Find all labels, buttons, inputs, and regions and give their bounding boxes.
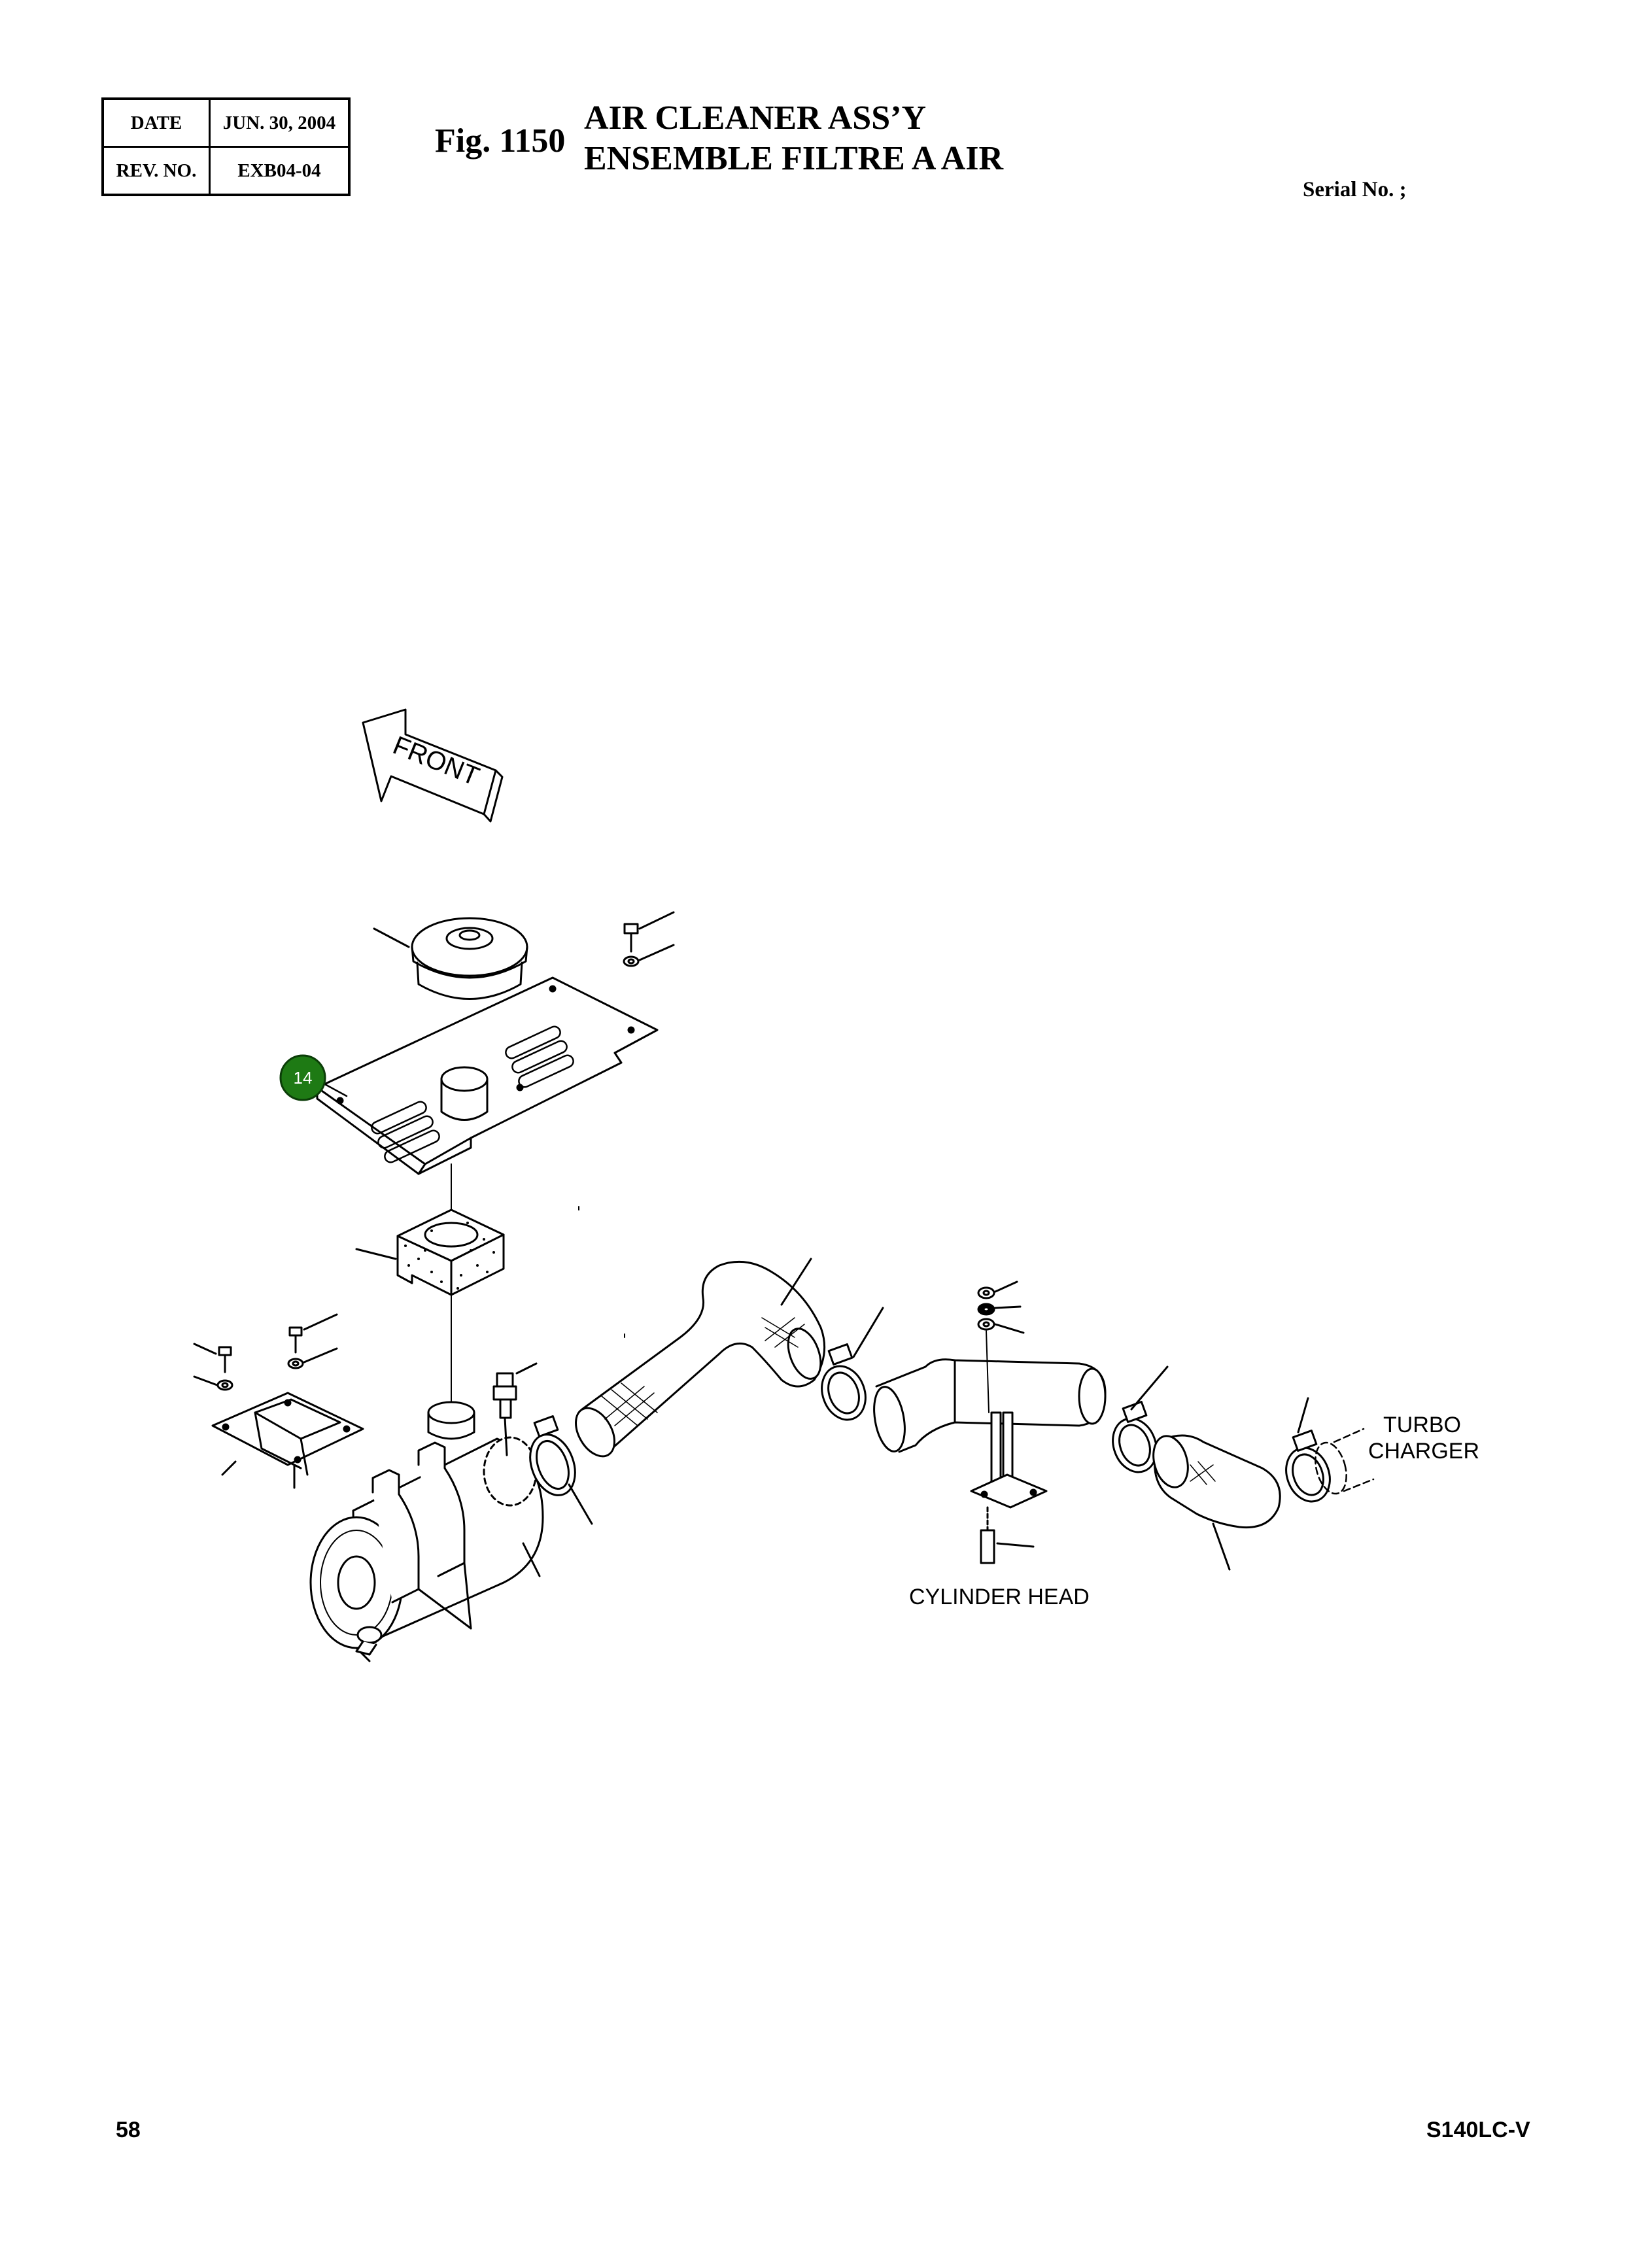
turbo-label: TURBO [1383,1413,1461,1437]
hose-clamp-2 [821,1307,884,1421]
callout-number: 14 [294,1068,313,1088]
revision-table: DATE JUN. 30, 2004 REV. NO. EXB04-04 [101,97,351,196]
intake-hose-1 [575,1258,826,1458]
page-number: 58 [116,2118,141,2142]
intake-pipe-part [873,1358,1107,1453]
revision-label: REV. NO. [101,146,211,196]
turbo-elbow-hose [1152,1434,1281,1571]
support-bracket-part [970,1411,1048,1564]
cylinder-head-label: CYLINDER HEAD [909,1585,1090,1609]
revision-row: REV. NO. EXB04-04 [101,146,351,196]
rain-cap-part [373,917,528,1000]
foam-block-part [355,1209,505,1296]
revision-value: EXB04-04 [209,146,351,196]
figure-title: AIR CLEANER ASS’Y ENSEMBLE FILTRE A AIR [584,98,1003,179]
mounting-bracket-part [211,1392,364,1489]
air-cleaner-body-part [309,1401,544,1662]
cover-plate-part [316,976,659,1175]
callout-14: 14 [279,1054,348,1101]
model-number: S140LC-V [1426,2118,1530,2142]
date-row: DATE JUN. 30, 2004 [101,97,351,148]
front-arrow: FRONT [362,708,504,823]
hose-clamp-3 [1112,1365,1169,1473]
hose-clamp-1 [529,1415,593,1525]
bolt-washer-top [623,911,675,967]
hose-clamp-4 [1285,1397,1331,1503]
date-label: DATE [101,97,211,148]
date-value: JUN. 30, 2004 [209,97,351,148]
figure-number: Fig. 1150 [435,122,566,160]
restriction-indicator-part [492,1362,538,1456]
charger-label: CHARGER [1368,1439,1479,1464]
left-bolts-washers [193,1313,338,1391]
nut-washers-bracket [977,1280,1025,1413]
turbocharger-inlet [1315,1428,1375,1495]
serial-number-label: Serial No. ; [1303,178,1407,201]
figure-title-english: AIR CLEANER ASS’Y [584,99,926,137]
figure-title-french: ENSEMBLE FILTRE A AIR [584,140,1004,177]
